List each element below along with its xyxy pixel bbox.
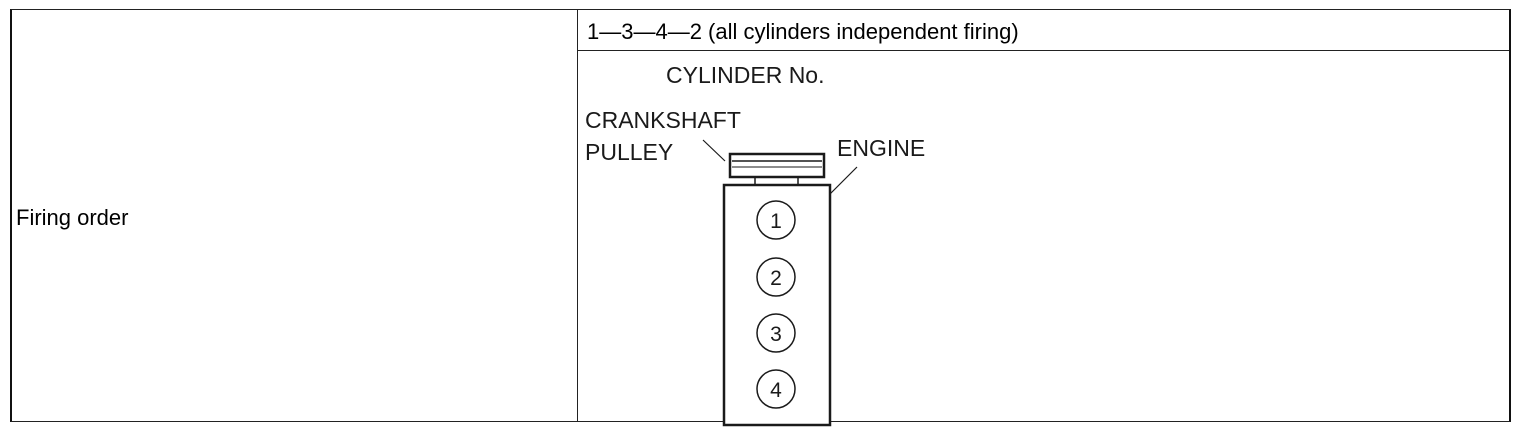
cylinder-1: 1: [756, 200, 796, 240]
pulley-label: PULLEY: [585, 139, 673, 165]
label-cell: Firing order: [12, 10, 578, 421]
engine-label: ENGINE: [837, 135, 925, 161]
crankshaft-label: CRANKSHAFT: [585, 107, 741, 133]
cylinder-number: 3: [770, 323, 782, 346]
cylinder-3: 3: [756, 313, 796, 353]
pulley-leader-line: [702, 139, 726, 162]
crankshaft-pulley: [728, 152, 826, 179]
cylinder-2: 2: [756, 257, 796, 297]
cylinder-circle: [756, 257, 796, 297]
cylinder-circle: [756, 313, 796, 353]
figure-cell: CYLINDER No. CRANKSHAFT PULLEY ENGINE 1: [578, 51, 1509, 427]
firing-order-label: Firing order: [16, 205, 129, 230]
firing-order-diagram: CYLINDER No. CRANKSHAFT PULLEY ENGINE 1: [585, 62, 925, 427]
firing-order-value: 1—3—4—2 (all cylinders independent firin…: [587, 19, 1019, 44]
cylinder-circle: [756, 200, 796, 240]
spec-table: Firing order 1—3—4—2 (all cylinders inde…: [10, 9, 1511, 427]
cylinder-number: 2: [770, 267, 782, 290]
cylinder-number-title: CYLINDER No.: [666, 62, 824, 88]
cylinder-4: 4: [756, 369, 796, 409]
cylinder-number: 1: [770, 210, 782, 233]
cylinder-number: 4: [770, 379, 782, 402]
cylinder-circle: [756, 369, 796, 409]
value-cell: 1—3—4—2 (all cylinders independent firin…: [578, 10, 1509, 51]
